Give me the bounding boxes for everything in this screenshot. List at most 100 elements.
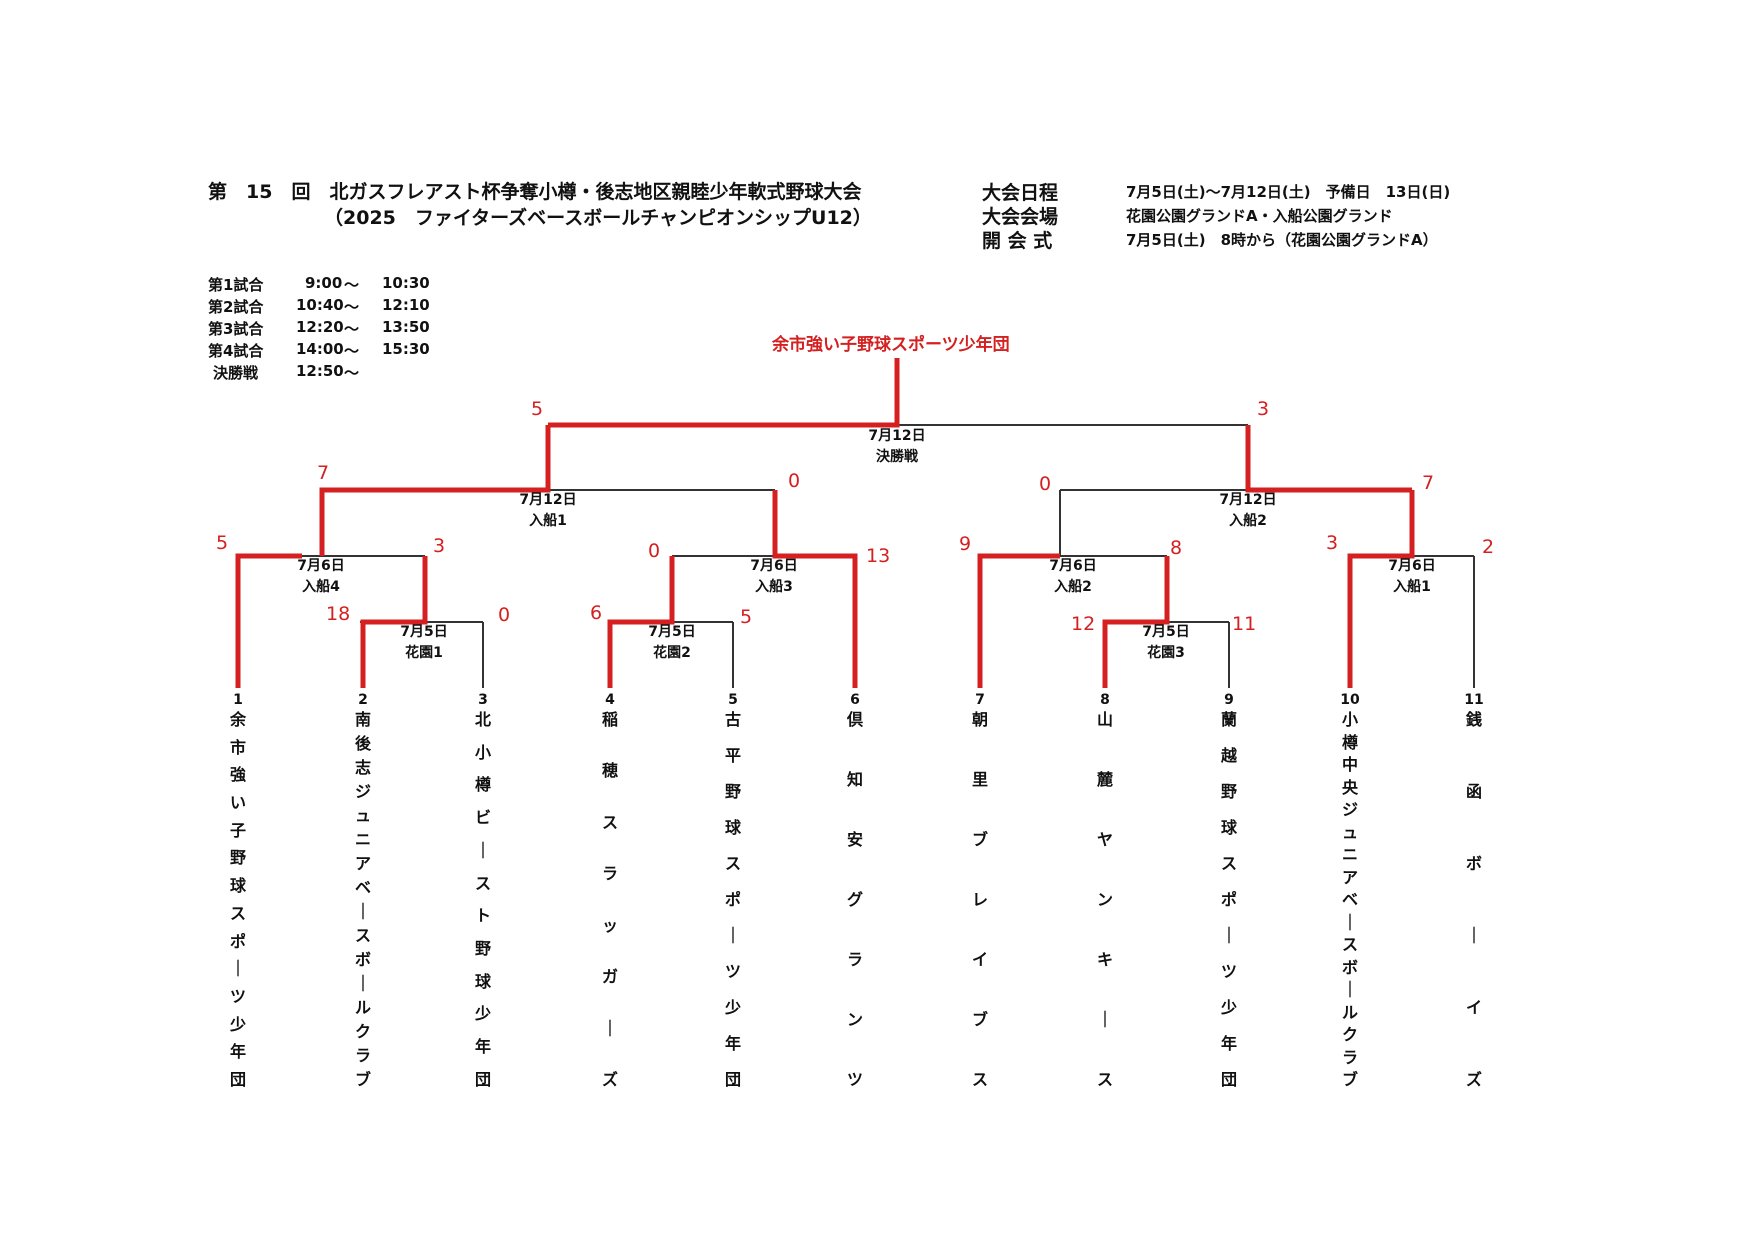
match-date: 7月5日 bbox=[1142, 624, 1190, 640]
team-name: 朝里ブレイブス bbox=[967, 710, 993, 1090]
team-name: 余市強い子野球スポ｜ツ少年団 bbox=[225, 710, 251, 1090]
team-name-char: キ bbox=[1096, 950, 1113, 969]
team-name-char: ポ bbox=[229, 931, 246, 951]
score-final-right: 3 bbox=[1257, 398, 1270, 420]
team-name-char: ジ bbox=[354, 782, 371, 801]
team-name-char: ボ bbox=[354, 950, 371, 969]
score-irifune2-left: 9 bbox=[959, 533, 972, 555]
win-team6 bbox=[772, 490, 858, 688]
team-name: 倶知安グランツ bbox=[842, 710, 868, 1090]
team-name-char: ュ bbox=[354, 806, 371, 825]
team-name: 山麓ヤンキ｜ス bbox=[1092, 710, 1118, 1090]
match-irifune4-label: 7月6日 入船4 bbox=[281, 556, 361, 598]
score-irifune3-right: 13 bbox=[866, 545, 891, 567]
team-name-char: ス bbox=[1341, 935, 1358, 954]
team-9: 9 蘭越野球スポ｜ツ少年団 bbox=[1216, 690, 1242, 1090]
team-name-char: ｜ bbox=[354, 974, 371, 993]
score-hanazono2-right: 5 bbox=[740, 606, 753, 628]
score-semi2-right: 7 bbox=[1422, 472, 1435, 494]
score-hanazono3-right: 11 bbox=[1232, 613, 1257, 635]
team-name-char: ビ bbox=[474, 808, 491, 828]
schedule-start: 12:20 bbox=[296, 318, 344, 336]
team-name-char: 団 bbox=[1220, 1070, 1237, 1089]
team-name-char: ア bbox=[1341, 867, 1358, 887]
tournament-title: 第 15 回 北ガスフレアスト杯争奪小樽・後志地区親睦少年軟式野球大会 bbox=[208, 181, 862, 203]
match-venue: 花園3 bbox=[1147, 645, 1185, 661]
win-team8 bbox=[1102, 556, 1170, 688]
team-name-char: 小 bbox=[1341, 710, 1358, 729]
info-value-ceremony: 7月5日(土) 8時から（花園公園グランドA） bbox=[1126, 231, 1438, 249]
match-date: 7月6日 bbox=[297, 558, 345, 574]
schedule-start: 9:00 bbox=[305, 274, 343, 292]
score-hanazono1-right: 0 bbox=[498, 604, 511, 626]
schedule-sep: ～ bbox=[344, 320, 360, 338]
match-date: 7月12日 bbox=[1219, 492, 1277, 508]
team-1: 1 余市強い子野球スポ｜ツ少年団 bbox=[225, 690, 251, 1090]
team-name-char: ス bbox=[724, 854, 741, 873]
team-name-char: ｜ bbox=[601, 1018, 618, 1038]
match-semi1-label: 7月12日 入船1 bbox=[498, 490, 598, 532]
team-name-char: ｜ bbox=[1341, 980, 1358, 999]
team-name-char: ニ bbox=[1341, 845, 1358, 864]
info-label-venue: 大会会場 bbox=[982, 206, 1059, 228]
team-name: 銭函ボ｜イズ bbox=[1459, 710, 1489, 1090]
team-3: 3 北小樽ビ｜スト野球少年団 bbox=[470, 690, 496, 1090]
score-semi1-right: 0 bbox=[788, 470, 801, 492]
match-venue: 入船3 bbox=[755, 579, 793, 595]
match-date: 7月6日 bbox=[1049, 558, 1097, 574]
team-number: 10 bbox=[1340, 692, 1360, 708]
team-name-char: ズ bbox=[1465, 1070, 1482, 1089]
team-name-char: ｜ bbox=[1096, 1010, 1113, 1029]
team-name-char: 団 bbox=[474, 1069, 491, 1089]
schedule-end: 15:30 bbox=[382, 340, 430, 358]
score-irifune1-left: 3 bbox=[1326, 532, 1339, 554]
team-name-char: ラ bbox=[601, 864, 618, 884]
team-name-char: ブ bbox=[971, 830, 988, 849]
team-10: 10 小樽中央ジュニアベ｜スボ｜ルクラブ bbox=[1335, 690, 1365, 1090]
score-semi1-left: 7 bbox=[317, 462, 330, 484]
team-name-char: イ bbox=[971, 950, 988, 969]
team-name-char: 少 bbox=[724, 998, 741, 1017]
team-name-char: ベ bbox=[1341, 890, 1358, 909]
match-final-label: 7月12日 決勝戦 bbox=[847, 426, 947, 468]
team-name-char: 年 bbox=[724, 1034, 741, 1053]
schedule-name: 決勝戦 bbox=[213, 364, 259, 382]
champion-label: 余市強い子野球スポーツ少年団 bbox=[772, 335, 1010, 355]
schedule-start: 14:00 bbox=[296, 340, 344, 358]
team-name-char: ル bbox=[354, 998, 371, 1017]
team-name-char: 志 bbox=[354, 758, 371, 777]
team-name-char: 南 bbox=[354, 710, 371, 729]
team-name-char: 野 bbox=[724, 782, 741, 801]
match-date: 7月12日 bbox=[868, 428, 926, 444]
match-venue: 入船2 bbox=[1054, 579, 1092, 595]
team-5: 5 古平野球スポ｜ツ少年団 bbox=[720, 690, 746, 1090]
team-number: 5 bbox=[728, 692, 738, 708]
schedule-sep: ～ bbox=[344, 364, 360, 382]
team-name-char: ｜ bbox=[474, 840, 491, 860]
schedule-sep: ～ bbox=[344, 298, 360, 316]
team-name-char: ュ bbox=[1341, 822, 1358, 842]
team-name-char: ラ bbox=[1341, 1047, 1358, 1067]
team-name-char: ツ bbox=[229, 986, 246, 1006]
team-name-char: 年 bbox=[229, 1042, 246, 1062]
team-number: 8 bbox=[1100, 692, 1110, 708]
team-name-char: 小 bbox=[474, 742, 491, 762]
match-date: 7月5日 bbox=[648, 624, 696, 640]
team-name-char: 倶 bbox=[846, 710, 863, 729]
team-name-char: ル bbox=[1341, 1002, 1358, 1022]
team-4: 4 稲穂スラッガ｜ズ bbox=[597, 690, 623, 1090]
team-name: 稲穂スラッガ｜ズ bbox=[597, 710, 623, 1090]
team-name-char: ブ bbox=[354, 1070, 371, 1089]
team-name-char: 野 bbox=[474, 939, 491, 959]
team-name-char: 余 bbox=[229, 710, 246, 729]
schedule-name: 第1試合 bbox=[208, 276, 264, 294]
team-name-char: 野 bbox=[1220, 782, 1237, 801]
team-name-char: ｜ bbox=[1465, 926, 1482, 945]
info-value-venue: 花園公園グランドA・入船公園グランド bbox=[1126, 207, 1393, 225]
team-name-char: 銭 bbox=[1465, 710, 1482, 729]
team-name-char: 里 bbox=[971, 770, 988, 789]
team-name-char: い bbox=[229, 793, 246, 813]
team-name-char: 市 bbox=[229, 737, 246, 757]
team-name-char: ツ bbox=[846, 1070, 863, 1089]
